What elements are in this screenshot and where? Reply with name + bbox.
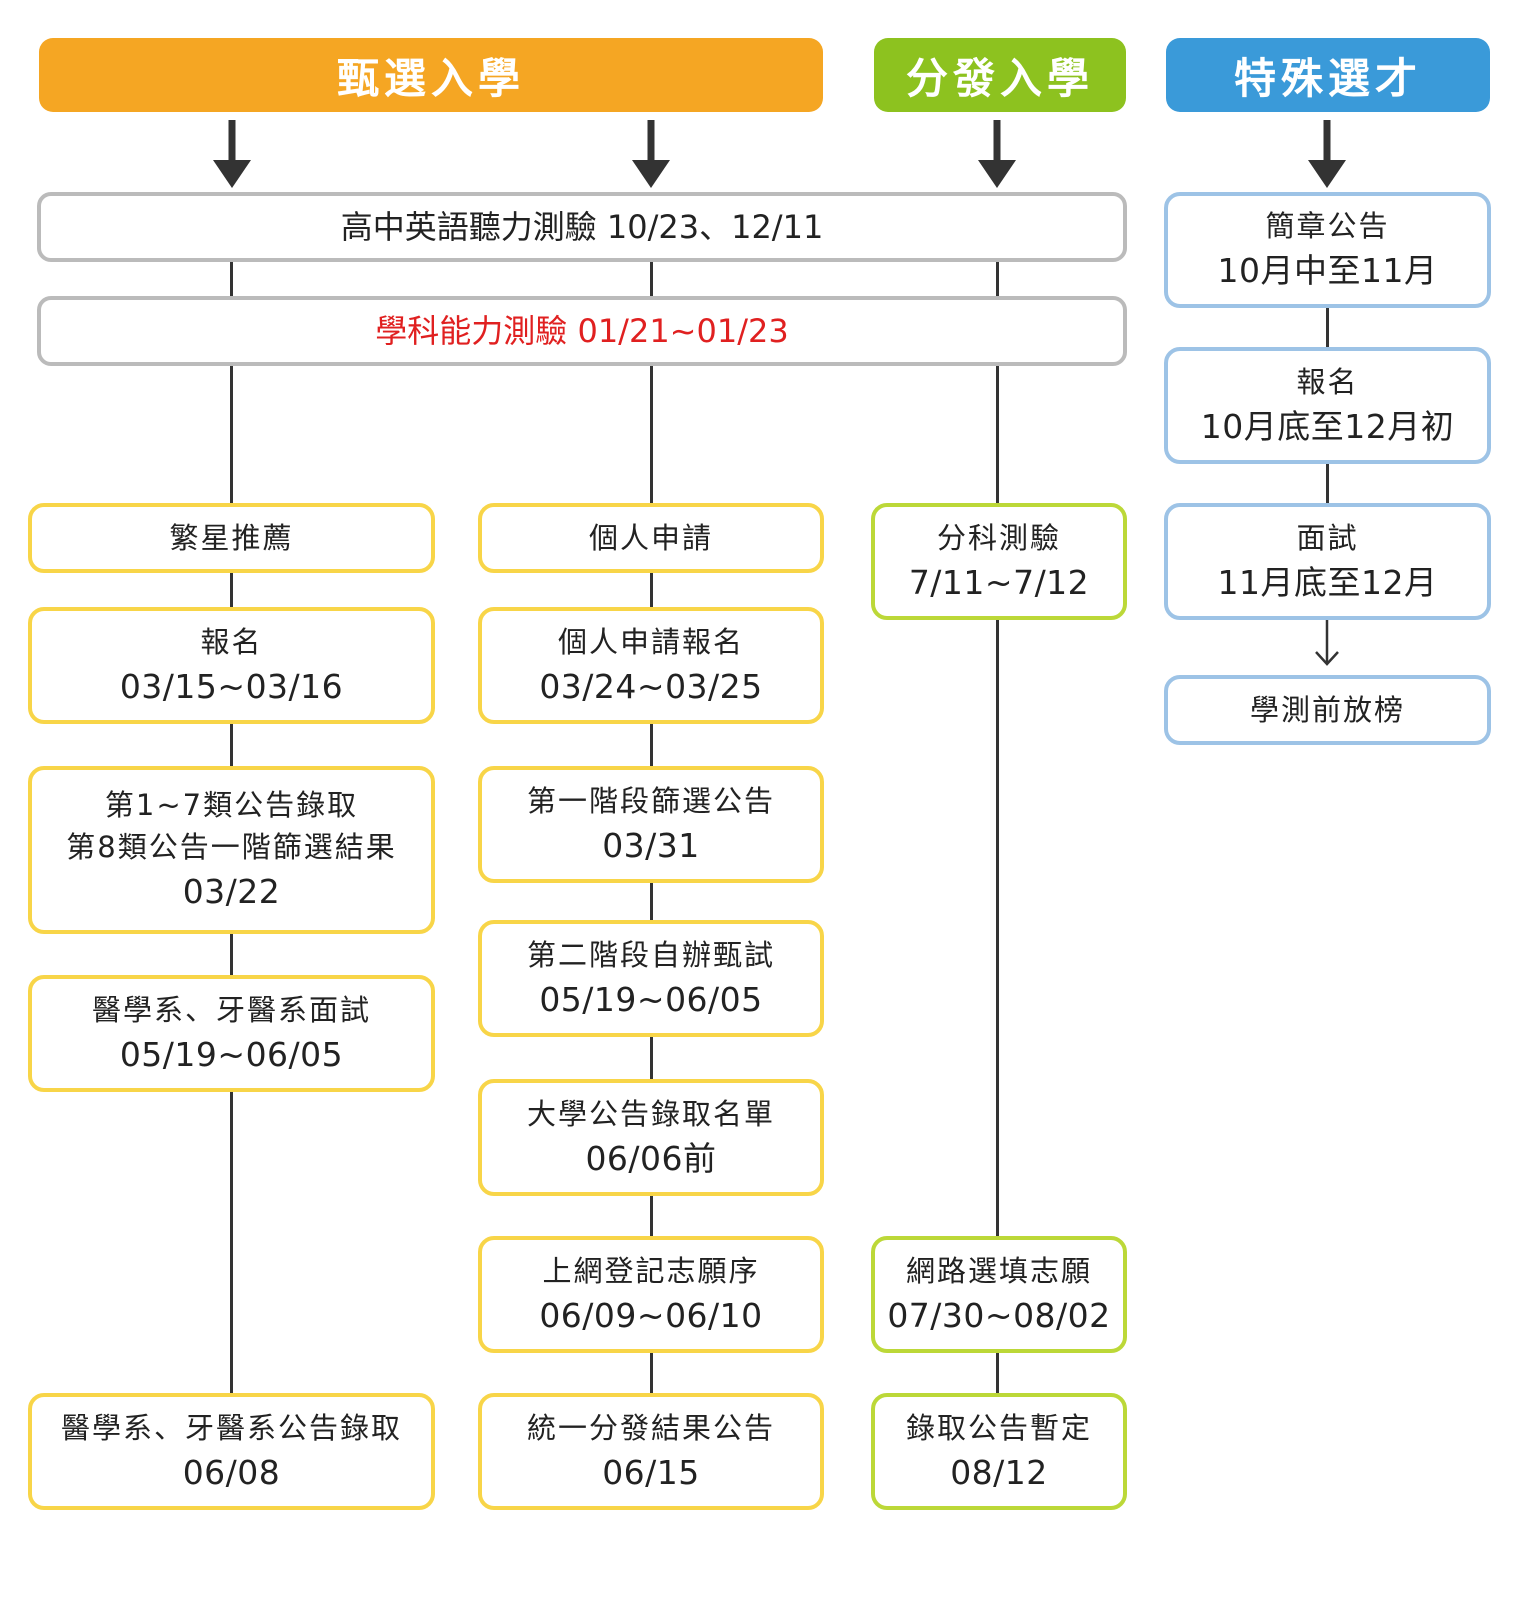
box-label: 分科測驗 <box>936 520 1061 555</box>
box-label: 第二階段自辦甄試 <box>526 937 775 972</box>
personal-apply-title: 個人申請 <box>478 503 824 573</box>
down-arrow-icon <box>632 120 670 188</box>
box-date: 05/19~06/05 <box>119 1034 344 1074</box>
star-interview-box: 醫學系、牙醫系面試 05/19~06/05 <box>28 975 435 1092</box>
box-date: 06/06前 <box>585 1138 717 1178</box>
star-admit-box: 醫學系、牙醫系公告錄取 06/08 <box>28 1393 435 1510</box>
box-label: 第1~7類公告錄取 <box>104 788 359 823</box>
box-label: 報名 <box>1296 364 1359 399</box>
box-date: 03/22 <box>182 872 281 912</box>
box-date: 07/30~08/02 <box>887 1295 1111 1335</box>
box-label: 錄取公告暫定 <box>905 1410 1092 1445</box>
box-label: 統一分發結果公告 <box>526 1410 775 1445</box>
dist-choice-box: 網路選填志願 07/30~08/02 <box>871 1236 1127 1353</box>
gsat-bar: 學科能力測驗 01/21~01/23 <box>37 296 1127 366</box>
special-release-box: 學測前放榜 <box>1164 675 1491 745</box>
box-label: 醫學系、牙醫系面試 <box>91 992 371 1027</box>
dist-exam-box: 分科測驗 7/11~7/12 <box>871 503 1127 620</box>
dist-admit-box: 錄取公告暫定 08/12 <box>871 1393 1127 1510</box>
down-arrow-icon <box>213 120 251 188</box>
header-special: 特殊選才 <box>1166 38 1490 112</box>
box-date: 10月中至11月 <box>1217 251 1438 291</box>
box-label: 簡章公告 <box>1265 209 1390 244</box>
box-label: 大學公告錄取名單 <box>526 1096 775 1131</box>
box-date: 08/12 <box>950 1452 1048 1492</box>
personal-register-box: 個人申請報名 03/24~03/25 <box>478 607 824 724</box>
box-date: 03/15~03/16 <box>119 666 344 706</box>
box-date: 11月底至12月 <box>1217 562 1438 602</box>
box-label: 上網登記志願序 <box>542 1253 760 1288</box>
personal-online-box: 上網登記志願序 06/09~06/10 <box>478 1236 824 1353</box>
box-date: 03/31 <box>602 825 700 865</box>
down-arrow-icon <box>978 120 1016 188</box>
star-recommend-title: 繁星推薦 <box>28 503 435 573</box>
header-distribution: 分發入學 <box>874 38 1126 112</box>
star-announce-box: 第1~7類公告錄取 第8類公告一階篩選結果 03/22 <box>28 766 435 934</box>
star-register-box: 報名 03/15~03/16 <box>28 607 435 724</box>
box-label: 報名 <box>200 624 263 659</box>
box-label: 第一階段篩選公告 <box>526 783 775 818</box>
box-label: 個人申請 <box>588 520 713 555</box>
listening-test-text: 高中英語聽力測驗 10/23、12/11 <box>340 207 824 246</box>
box-date: 06/08 <box>182 1452 281 1492</box>
special-interview-box: 面試 11月底至12月 <box>1164 503 1491 620</box>
box-date: 03/24~03/25 <box>539 666 763 706</box>
box-date: 10月底至12月初 <box>1200 406 1455 446</box>
box-label: 繁星推薦 <box>169 520 294 555</box>
box-label: 學測前放榜 <box>1249 692 1405 727</box>
box-date: 05/19~06/05 <box>539 979 763 1019</box>
box-label: 醫學系、牙醫系公告錄取 <box>60 1410 402 1445</box>
personal-stage1-box: 第一階段篩選公告 03/31 <box>478 766 824 883</box>
box-date: 06/15 <box>602 1452 700 1492</box>
special-brochure-box: 簡章公告 10月中至11月 <box>1164 192 1491 308</box>
personal-stage2-box: 第二階段自辦甄試 05/19~06/05 <box>478 920 824 1037</box>
box-date: 7/11~7/12 <box>908 562 1090 602</box>
special-register-box: 報名 10月底至12月初 <box>1164 347 1491 464</box>
personal-univ-box: 大學公告錄取名單 06/06前 <box>478 1079 824 1196</box>
box-date: 06/09~06/10 <box>539 1295 763 1335</box>
box-label: 面試 <box>1296 520 1359 555</box>
box-label: 網路選填志願 <box>905 1253 1092 1288</box>
personal-result-box: 統一分發結果公告 06/15 <box>478 1393 824 1510</box>
thin-down-arrow-icon <box>1315 620 1339 666</box>
box-label: 個人申請報名 <box>557 624 744 659</box>
listening-test-bar: 高中英語聽力測驗 10/23、12/11 <box>37 192 1127 262</box>
down-arrow-icon <box>1308 120 1346 188</box>
box-label: 第8類公告一階篩選結果 <box>66 830 397 865</box>
gsat-text: 學科能力測驗 01/21~01/23 <box>375 311 789 350</box>
header-selection: 甄選入學 <box>39 38 823 112</box>
connector-line <box>996 255 999 1415</box>
